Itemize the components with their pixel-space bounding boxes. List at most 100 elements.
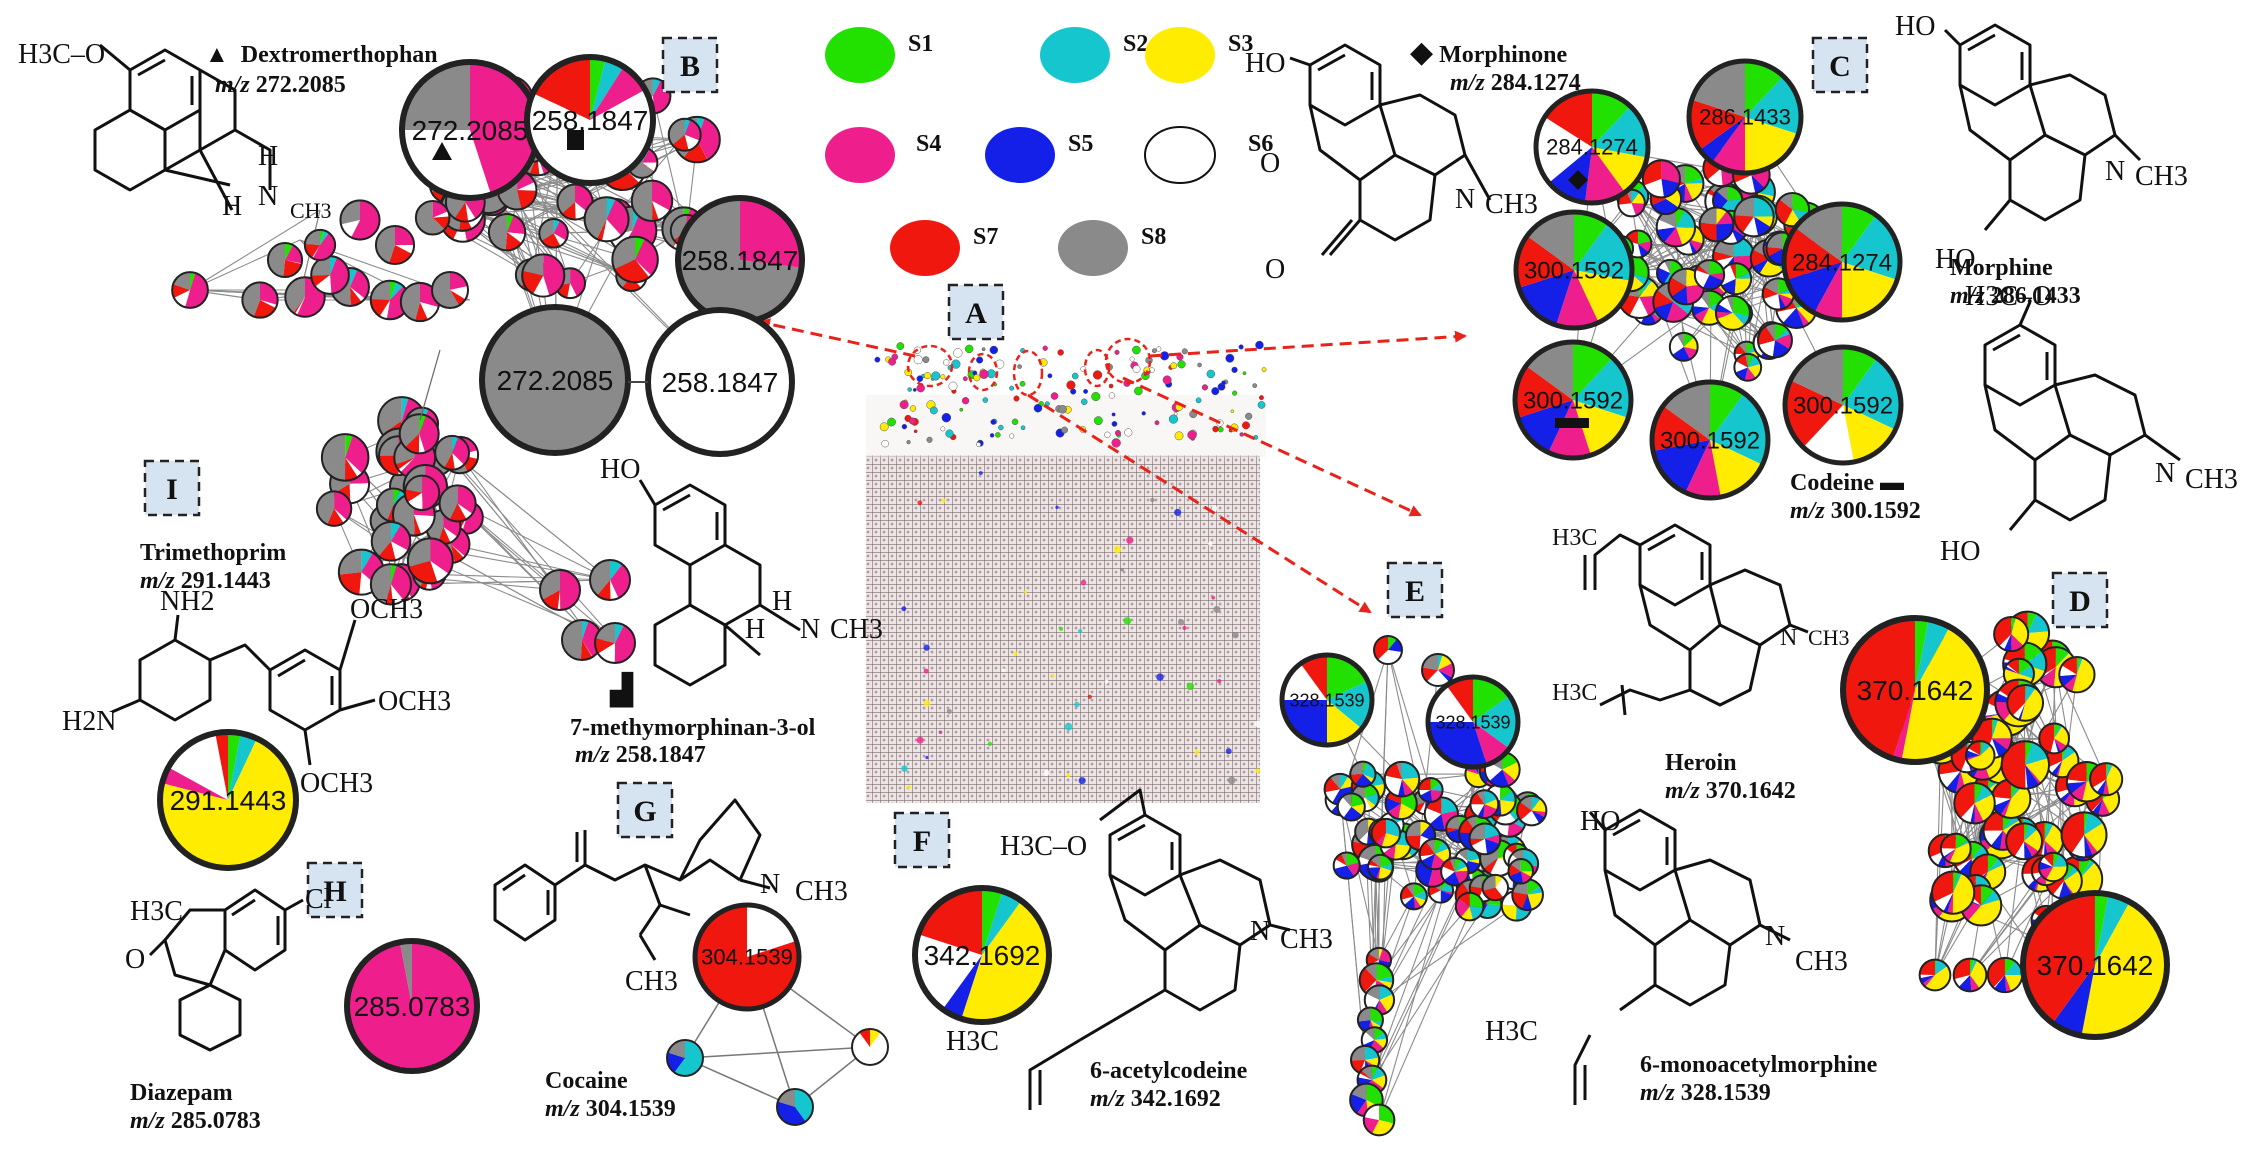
section-box-D	[2051, 571, 2109, 629]
node-b-258-1847: 258.1847	[524, 54, 656, 186]
legend-label-s7: S7	[973, 224, 998, 250]
mam-h3c-text: H3C	[1485, 1016, 1538, 1047]
monoacetylmorphine-name: 6-monoacetylmorphine	[1640, 1052, 1878, 1078]
overview-arrows	[758, 318, 1467, 614]
dextro-h-text: H	[258, 141, 278, 172]
cluster-e-node	[1421, 653, 1455, 687]
mam-ho-text: HO	[1580, 806, 1620, 837]
cluster-e-node	[1507, 857, 1535, 885]
mor-n-text: N	[2105, 156, 2125, 187]
marker-triangle	[432, 142, 452, 160]
legend-swatch-s5	[985, 127, 1055, 183]
mor-ch3-text: CH3	[2135, 161, 2188, 192]
structure-trimethoprim	[111, 614, 376, 766]
structure-cocaine	[493, 798, 771, 961]
cluster-e-node	[1515, 794, 1548, 827]
cluster-d-node	[1993, 616, 2030, 653]
cluster-i-node	[315, 490, 353, 527]
node-label: 258.1847	[682, 245, 799, 276]
node-c-300-1592-b: 300.1592	[1512, 339, 1634, 461]
cluster-b-node	[487, 213, 527, 252]
cluster-d-node	[2060, 811, 2108, 859]
cluster-b-node	[303, 228, 337, 262]
cod-ch3-text: CH3	[2185, 464, 2238, 495]
legend-swatch-s1	[825, 27, 895, 83]
node-label: 342.1692	[924, 940, 1041, 971]
cluster-e-node	[1383, 760, 1421, 798]
cluster-d-node	[2000, 740, 2051, 790]
cluster-i-node	[594, 622, 636, 664]
dextromethorphan-name: ▲ Dextromerthophan	[205, 42, 438, 68]
node-c-286-1433: 286.1433	[1686, 58, 1804, 176]
cluster-b-node	[266, 241, 304, 279]
mon-n-text: N	[1455, 184, 1475, 215]
mon-ch3-text: CH3	[1485, 189, 1538, 220]
cluster-i-node	[589, 559, 631, 601]
cluster-i: 291.1443	[157, 349, 636, 871]
cluster-e-node	[1417, 776, 1444, 804]
cluster-b-node	[241, 281, 279, 319]
node-label: 291.1443	[170, 785, 287, 816]
node-f-342-1692: 342.1692	[912, 885, 1052, 1025]
cluster-c-node	[1733, 352, 1763, 382]
cluster-i-node	[398, 413, 440, 455]
cluster-d-node	[2058, 656, 2096, 694]
cluster-e-node	[1332, 851, 1361, 880]
cluster-i-node	[370, 520, 412, 562]
node-d-370-1642: 370.1642	[1840, 615, 1990, 765]
cluster-c-node	[1668, 331, 1699, 362]
cluster-c-node	[1714, 294, 1751, 331]
marker-diamond	[1568, 170, 1588, 190]
cluster-e-node	[1349, 1044, 1381, 1076]
legend-swatch-s3	[1145, 27, 1215, 83]
dextromethorphan-marker: ▲	[205, 42, 229, 68]
cluster-c-node	[1733, 195, 1775, 238]
dextro-h2-text: H	[222, 191, 242, 222]
cluster-b-node	[667, 117, 702, 152]
mam-ch3-text: CH3	[1795, 946, 1848, 977]
cluster-d-node	[1965, 740, 1996, 771]
her-ch3-text: CH3	[1808, 625, 1850, 650]
cluster-i-node	[406, 537, 454, 585]
cluster-i-node	[539, 569, 581, 611]
legend-label-s8: S8	[1141, 224, 1166, 250]
cocaine-name: Cocaine	[545, 1068, 628, 1094]
legend-label-s1: S1	[908, 31, 933, 57]
node-b-258-1847-white: 258.1847	[645, 307, 795, 457]
coc-ch3-text: CH3	[795, 876, 848, 907]
cluster-e-node	[1454, 891, 1485, 922]
cluster-e-node	[1367, 853, 1394, 881]
structure-acetylcodeine	[1028, 788, 1291, 1110]
node-label: 328.1539	[1289, 690, 1364, 710]
node-label: 272.2085	[412, 115, 529, 146]
cluster-e-node	[1481, 873, 1510, 902]
cluster-c-node	[1641, 159, 1681, 199]
cluster-i-node	[369, 563, 413, 606]
chemical-structures	[93, 23, 2181, 1110]
cluster-e-node	[1469, 789, 1500, 820]
section-box-B	[661, 36, 719, 94]
diazepam-name: Diazepam	[130, 1080, 233, 1106]
cluster-b-node	[414, 199, 451, 236]
node-label: 286.1433	[1699, 105, 1791, 130]
node-label: 285.0783	[354, 991, 471, 1022]
legend-swatch-s4	[825, 127, 895, 183]
dzp-h3c-text: H3C	[130, 896, 183, 927]
marker-bar	[1555, 418, 1589, 428]
methylmorphinanol-marker: ▟	[609, 672, 634, 708]
cluster-d-node	[2005, 822, 2044, 861]
legend-label-s3: S3	[1228, 31, 1253, 57]
overview-strip	[866, 395, 1266, 457]
structure-monoacetylmorphine	[1573, 808, 1791, 1105]
structure-heroin	[1583, 523, 1809, 716]
legend-swatch-s6	[1144, 126, 1216, 184]
section-label-A: A	[965, 297, 987, 330]
cluster-i-node	[403, 474, 441, 512]
mm-h-text: H	[772, 586, 792, 617]
tmp-och3c-text: OCH3	[300, 768, 373, 799]
structure-morphinone	[1289, 43, 1492, 256]
